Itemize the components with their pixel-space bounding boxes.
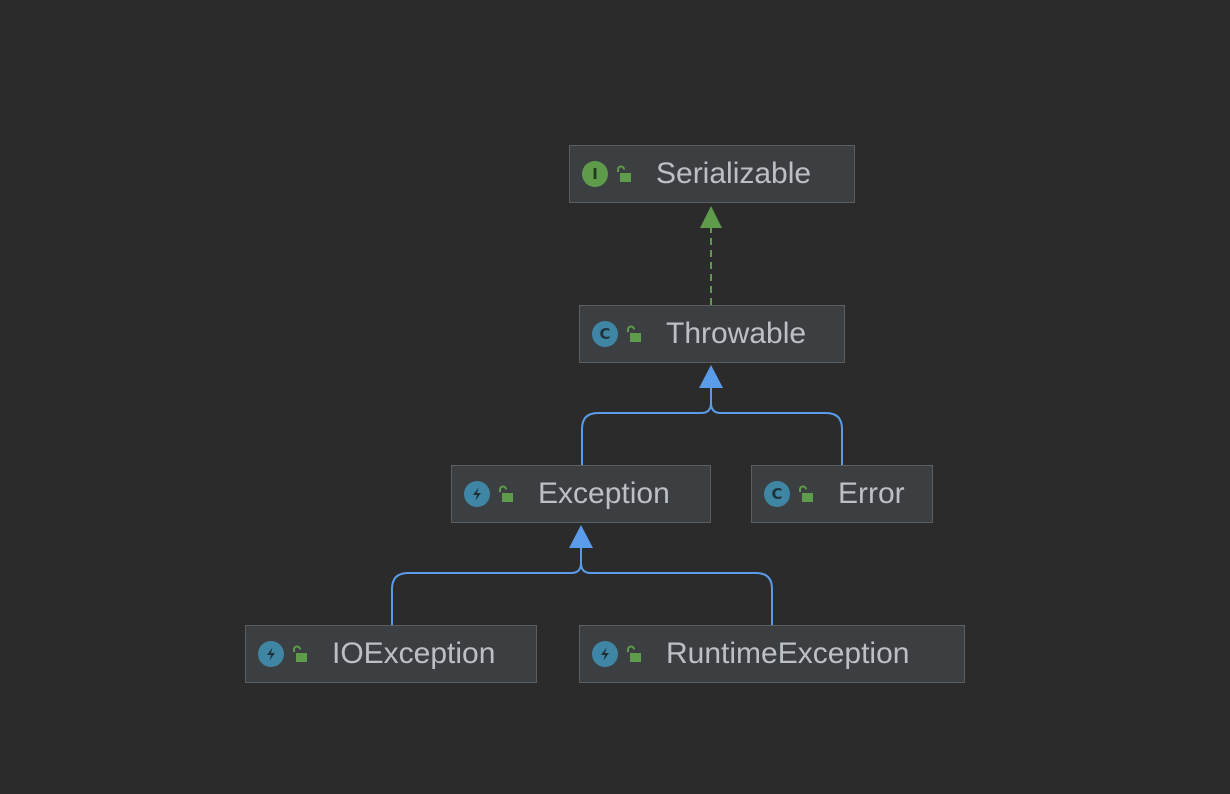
edge-runtimeexception-extends-exception [580,562,773,625]
unlocked-public-icon [799,485,813,502]
arrowhead-serializable [700,206,722,228]
unlocked-public-icon [499,485,513,502]
node-error[interactable]: C Error [751,465,933,523]
exception-bolt-icon [464,481,490,507]
node-label: Exception [538,477,670,510]
unlocked-public-icon [627,645,641,662]
node-runtimeexception[interactable]: RuntimeException [579,625,965,683]
bolt-icon [473,487,481,501]
arrowhead-exception [569,525,593,548]
node-label: Error [838,477,905,510]
node-ioexception[interactable]: IOException [245,625,537,683]
bolt-icon [601,647,609,661]
edge-ioexception-extends-exception [391,548,582,625]
node-exception[interactable]: Exception [451,465,711,523]
bolt-icon [267,647,275,661]
exception-bolt-icon [258,641,284,667]
node-label: IOException [332,637,496,670]
exception-bolt-icon [592,641,618,667]
edge-error-extends-throwable [710,402,843,465]
arrowhead-throwable [699,365,723,388]
interface-icon: I [582,161,608,187]
class-icon: C [592,321,618,347]
node-serializable[interactable]: I Serializable [569,145,855,203]
unlocked-public-icon [617,165,631,182]
class-icon: C [764,481,790,507]
node-throwable[interactable]: C Throwable [579,305,845,363]
node-label: RuntimeException [666,637,910,670]
unlocked-public-icon [293,645,307,662]
unlocked-public-icon [627,325,641,342]
node-label: Throwable [666,317,807,350]
node-label: Serializable [656,157,812,190]
edge-exception-extends-throwable [581,388,712,465]
